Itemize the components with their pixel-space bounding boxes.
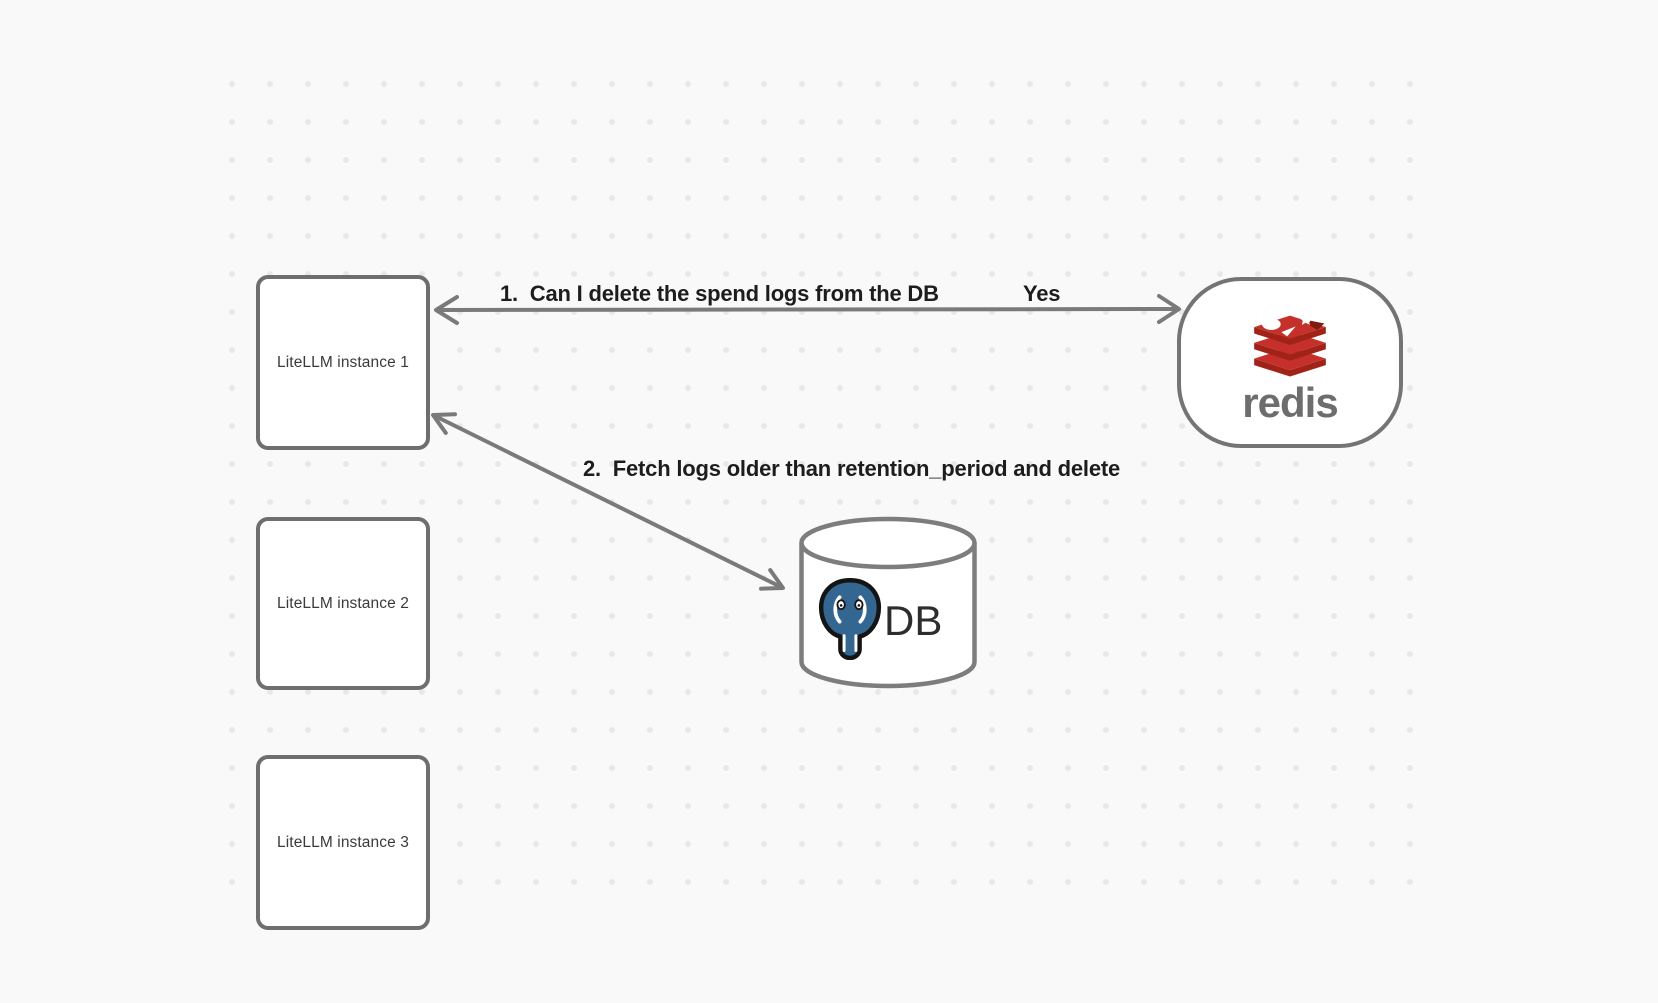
node-litellm-instance-1[interactable]: LiteLLM instance 1 <box>256 275 430 450</box>
redis-wordmark: redis <box>1242 379 1338 426</box>
edge-label-fetch-logs[interactable]: 2. Fetch logs older than retention_perio… <box>583 456 1121 481</box>
node-label: LiteLLM instance 1 <box>277 353 409 371</box>
database-label: DB <box>884 597 943 644</box>
node-label: LiteLLM instance 3 <box>277 833 409 851</box>
node-label: LiteLLM instance 2 <box>277 594 409 612</box>
arrow-can-i-delete[interactable] <box>434 294 1181 325</box>
node-redis[interactable]: redis <box>1177 277 1403 448</box>
redis-logo-icon <box>1254 313 1326 377</box>
edge-label-yes[interactable]: Yes <box>1023 281 1061 306</box>
arrow-fetch-logs[interactable] <box>431 412 785 591</box>
node-litellm-instance-3[interactable]: LiteLLM instance 3 <box>256 755 430 930</box>
edge-label-can-i-delete[interactable]: 1. Can I delete the spend logs from the … <box>500 281 939 306</box>
node-litellm-instance-2[interactable]: LiteLLM instance 2 <box>256 517 430 690</box>
postgresql-elephant-icon <box>818 578 882 660</box>
